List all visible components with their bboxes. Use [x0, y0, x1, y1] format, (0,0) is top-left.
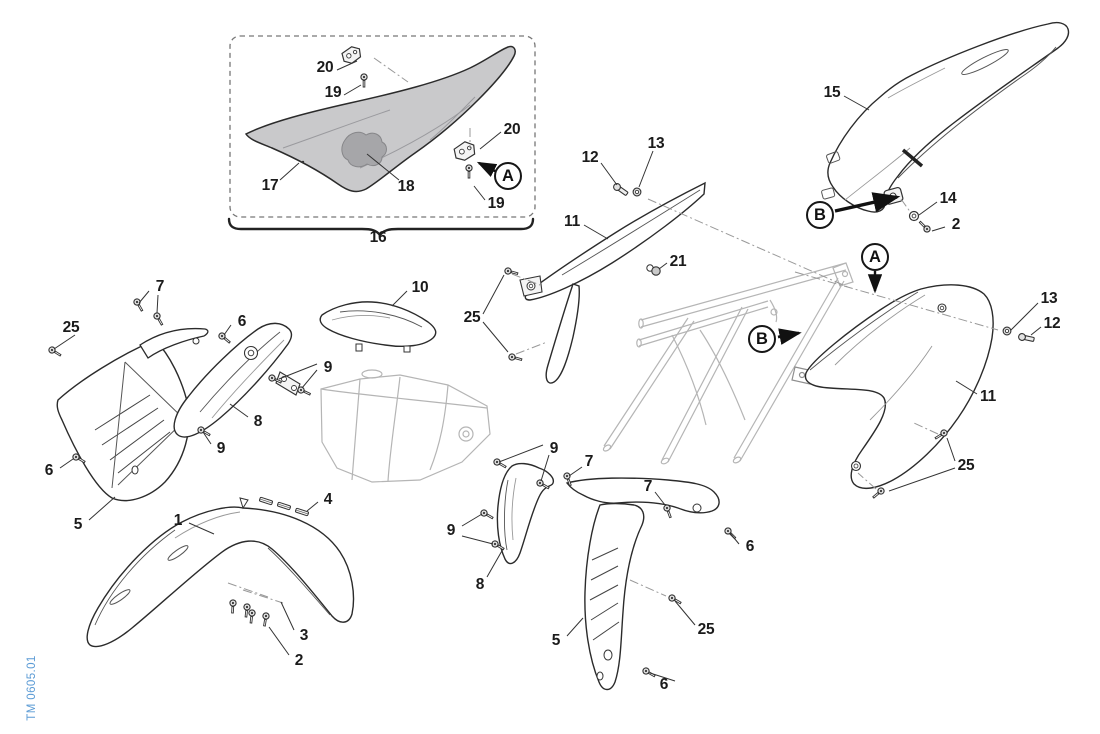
callout-16: 16 [369, 229, 387, 246]
callout-7: 7 [643, 478, 653, 495]
callout-12: 12 [1043, 315, 1061, 332]
side-panel-right [804, 284, 994, 490]
seat [244, 45, 516, 193]
callout-6: 6 [745, 538, 755, 555]
callout-7: 7 [155, 278, 165, 295]
callout-5: 5 [73, 516, 83, 533]
assembly-axis-lines [227, 57, 999, 604]
callout-4: 4 [323, 491, 333, 508]
subframe-ghost [602, 262, 854, 465]
radiator-shroud-left [56, 327, 209, 502]
callout-25: 25 [463, 309, 481, 326]
side-panel-left [519, 181, 706, 384]
callout-6: 6 [237, 313, 247, 330]
side-panel-left-fasteners [502, 181, 661, 365]
document-code: TM 0605.01 [26, 655, 38, 721]
callout-20: 20 [316, 59, 334, 76]
front-fender [86, 497, 355, 648]
view-marker-A: A [861, 243, 889, 271]
callout-9: 9 [323, 359, 333, 376]
rear-fender [821, 21, 1070, 213]
callout-13: 13 [647, 135, 665, 152]
callout-8: 8 [253, 413, 263, 430]
callout-3: 3 [299, 627, 309, 644]
callout-15: 15 [823, 84, 841, 101]
callout-6: 6 [659, 676, 669, 693]
view-marker-B: B [806, 201, 834, 229]
callout-9: 9 [216, 440, 226, 457]
callout-12: 12 [581, 149, 599, 166]
callout-21: 21 [669, 253, 687, 270]
fuel-tank-ghost [320, 369, 491, 483]
callout-25: 25 [62, 319, 80, 336]
callout-25: 25 [697, 621, 715, 638]
callout-25: 25 [957, 457, 975, 474]
seat-bracket-rear [453, 141, 476, 180]
callout-5: 5 [551, 632, 561, 649]
callout-2: 2 [294, 652, 304, 669]
callout-2: 2 [951, 216, 961, 233]
callout-10: 10 [411, 279, 429, 296]
seat-inset-box [227, 35, 536, 237]
trim-panel-8-right [478, 456, 555, 565]
callout-7: 7 [584, 453, 594, 470]
seat-patch [341, 131, 387, 168]
callout-13: 13 [1040, 290, 1058, 307]
leader-lines [53, 60, 1042, 682]
callout-6: 6 [44, 462, 54, 479]
view-marker-B: B [748, 325, 776, 353]
callout-8: 8 [475, 576, 485, 593]
view-marker-A: A [494, 162, 522, 190]
radiator-shroud-right [565, 477, 720, 691]
airbox-cover [319, 301, 437, 353]
callout-14: 14 [939, 190, 957, 207]
callout-20: 20 [503, 121, 521, 138]
seat-bracket-front [341, 46, 369, 89]
callout-11: 11 [980, 388, 996, 405]
callout-19: 19 [324, 84, 342, 101]
callout-9: 9 [549, 440, 559, 457]
callout-1: 1 [173, 512, 183, 529]
callout-17: 17 [261, 177, 279, 194]
callout-11: 11 [564, 213, 580, 230]
callout-19: 19 [487, 195, 505, 212]
washer-and-screw [908, 210, 933, 235]
callout-9: 9 [446, 522, 456, 539]
callout-18: 18 [397, 178, 415, 195]
